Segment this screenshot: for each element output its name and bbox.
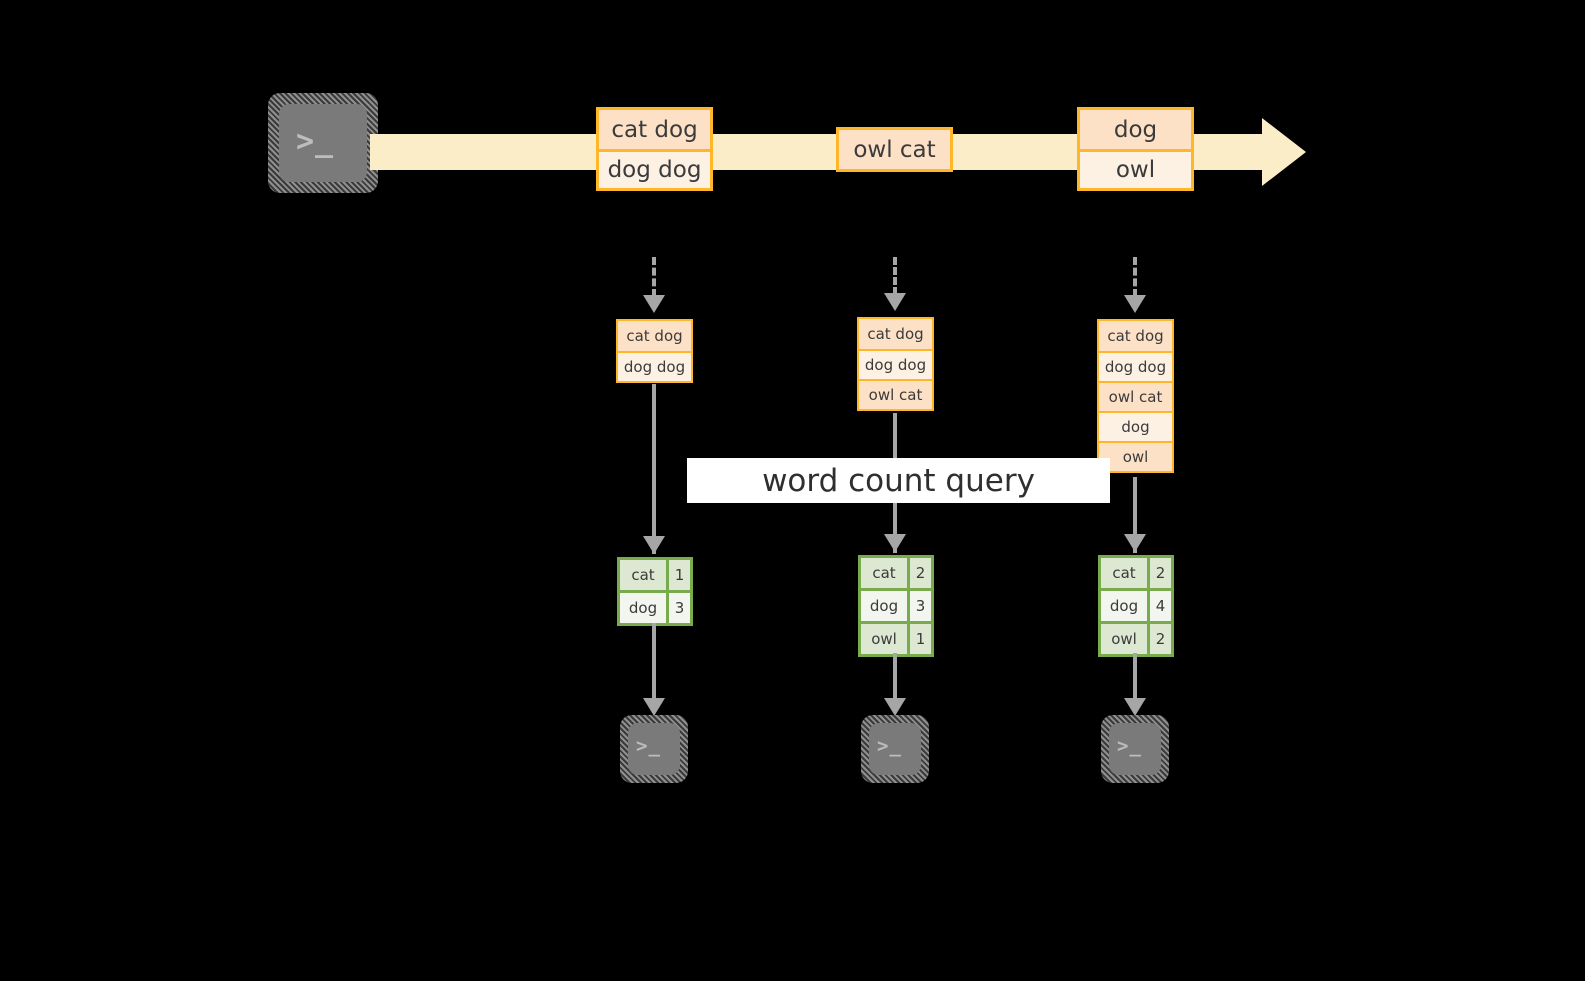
stream-event-1-line-2: dog dog xyxy=(599,149,710,188)
snapshot-3-input-table[interactable]: cat dog dog dog owl cat dog owl xyxy=(1097,319,1174,473)
snapshot-1-sink-terminal-icon: >_ xyxy=(620,715,688,783)
table-row: dog 4 xyxy=(1101,588,1171,621)
terminal-face xyxy=(1109,723,1161,775)
snapshot-3-input-row: dog xyxy=(1099,411,1172,441)
snapshot-3-input-row: dog dog xyxy=(1099,351,1172,381)
stream-event-3-line-1: dog xyxy=(1080,110,1191,149)
snapshot-1-sink-line xyxy=(652,623,656,701)
snapshot-1-query-line xyxy=(652,384,656,554)
snapshot-3-query-line xyxy=(1133,477,1137,553)
snapshot-2-input-row: owl cat xyxy=(859,379,932,409)
stream-event-2[interactable]: owl cat xyxy=(836,127,953,172)
result-count: 4 xyxy=(1147,591,1171,621)
snapshot-2-tap-line xyxy=(893,257,897,295)
snapshot-2-result-table[interactable]: cat 2 dog 3 owl 1 xyxy=(858,555,934,657)
result-word: dog xyxy=(1101,591,1147,621)
result-count: 1 xyxy=(907,624,931,654)
result-count: 2 xyxy=(1147,558,1171,588)
snapshot-2-input-table[interactable]: cat dog dog dog owl cat xyxy=(857,317,934,411)
snapshot-3-query-arrowhead xyxy=(1124,534,1146,552)
table-row: owl 1 xyxy=(861,621,931,654)
query-label: word count query xyxy=(687,458,1110,503)
snapshot-2-sink-line xyxy=(893,653,897,701)
result-word: cat xyxy=(861,558,907,588)
query-label-text: word count query xyxy=(762,462,1035,499)
snapshot-1-input-table[interactable]: cat dog dog dog xyxy=(616,319,693,383)
result-count: 2 xyxy=(907,558,931,588)
terminal-prompt-glyph: >_ xyxy=(296,124,335,159)
result-count: 1 xyxy=(666,560,690,590)
stream-arrow-head xyxy=(1262,118,1306,186)
snapshot-1-tap-arrowhead xyxy=(643,295,665,313)
snapshot-1-query-arrowhead xyxy=(643,536,665,554)
snapshot-3-tap-arrowhead xyxy=(1124,295,1146,313)
snapshot-1-input-row: dog dog xyxy=(618,351,691,381)
result-count: 3 xyxy=(907,591,931,621)
result-word: owl xyxy=(861,624,907,654)
snapshot-3-tap-line xyxy=(1133,257,1137,297)
table-row: dog 3 xyxy=(861,588,931,621)
snapshot-1-result-table[interactable]: cat 1 dog 3 xyxy=(617,557,693,626)
table-row: cat 2 xyxy=(861,558,931,588)
source-terminal-icon: >_ xyxy=(268,93,378,193)
snapshot-2-input-row: cat dog xyxy=(859,319,932,349)
snapshot-2-sink-arrowhead xyxy=(884,698,906,716)
stream-event-2-line-1: owl cat xyxy=(839,130,950,169)
stream-event-1-line-1: cat dog xyxy=(599,110,710,149)
table-row: cat 1 xyxy=(620,560,690,590)
table-row: dog 3 xyxy=(620,590,690,623)
result-count: 3 xyxy=(666,593,690,623)
terminal-prompt-glyph: >_ xyxy=(877,735,902,757)
terminal-prompt-glyph: >_ xyxy=(1117,735,1142,757)
snapshot-2-query-arrowhead xyxy=(884,534,906,552)
snapshot-3-input-row: owl xyxy=(1099,441,1172,471)
terminal-prompt-glyph: >_ xyxy=(636,735,661,757)
snapshot-2-tap-arrowhead xyxy=(884,293,906,311)
terminal-face xyxy=(279,104,367,182)
snapshot-3-input-row: cat dog xyxy=(1099,321,1172,351)
snapshot-3-sink-line xyxy=(1133,653,1137,701)
result-word: cat xyxy=(620,560,666,590)
snapshot-2-input-row: dog dog xyxy=(859,349,932,379)
result-word: dog xyxy=(861,591,907,621)
snapshot-3-sink-arrowhead xyxy=(1124,698,1146,716)
result-word: cat xyxy=(1101,558,1147,588)
table-row: owl 2 xyxy=(1101,621,1171,654)
stream-event-3-line-2: owl xyxy=(1080,149,1191,188)
snapshot-1-input-row: cat dog xyxy=(618,321,691,351)
snapshot-3-sink-terminal-icon: >_ xyxy=(1101,715,1169,783)
terminal-face xyxy=(869,723,921,775)
table-row: cat 2 xyxy=(1101,558,1171,588)
snapshot-1-tap-line xyxy=(652,257,656,297)
terminal-face xyxy=(628,723,680,775)
snapshot-1-sink-arrowhead xyxy=(643,698,665,716)
stream-event-3[interactable]: dog owl xyxy=(1077,107,1194,191)
snapshot-3-result-table[interactable]: cat 2 dog 4 owl 2 xyxy=(1098,555,1174,657)
snapshot-2-sink-terminal-icon: >_ xyxy=(861,715,929,783)
result-word: dog xyxy=(620,593,666,623)
result-word: owl xyxy=(1101,624,1147,654)
result-count: 2 xyxy=(1147,624,1171,654)
snapshot-3-input-row: owl cat xyxy=(1099,381,1172,411)
stream-event-1[interactable]: cat dog dog dog xyxy=(596,107,713,191)
